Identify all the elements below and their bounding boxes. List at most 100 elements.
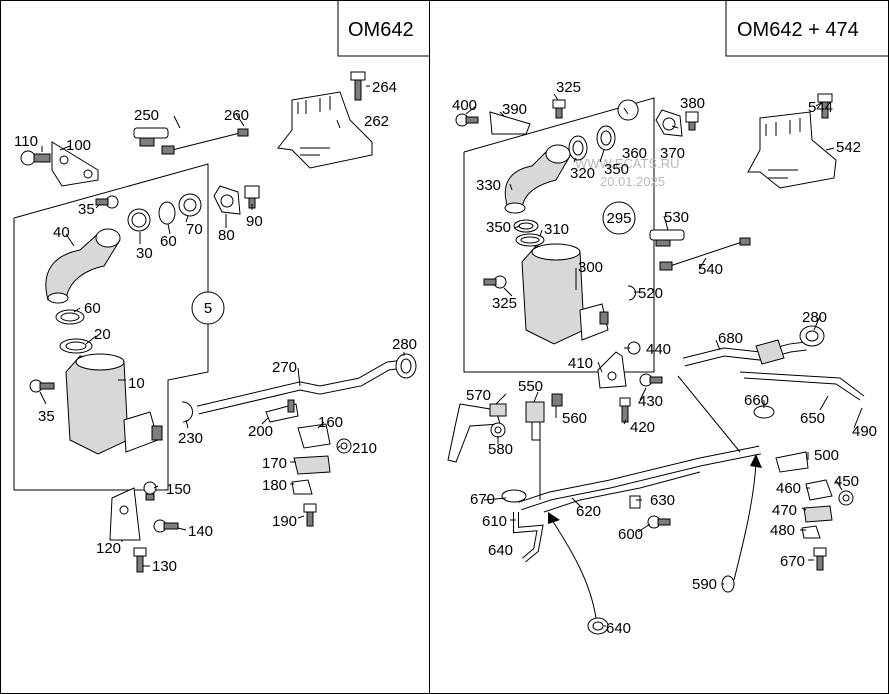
bolt-325-top bbox=[552, 99, 566, 119]
title-box-right: OM642 + 474 bbox=[725, 0, 889, 57]
part-label-left-35: 35 bbox=[38, 408, 55, 425]
part-label-right-620: 620 bbox=[576, 503, 601, 520]
callout-circle-5: 5 bbox=[191, 291, 225, 325]
hanger-200 bbox=[265, 399, 299, 423]
part-label-left-100: 100 bbox=[66, 137, 91, 154]
part-label-left-140: 140 bbox=[188, 523, 213, 540]
callout-circle-295-label: 295 bbox=[606, 210, 631, 227]
part-label-left-170: 170 bbox=[262, 455, 287, 472]
part-label-right-570: 570 bbox=[466, 387, 491, 404]
nut-370 bbox=[685, 111, 699, 131]
part-label-right-680: 680 bbox=[718, 330, 743, 347]
hanger-460 bbox=[803, 505, 833, 523]
part-label-left-130: 130 bbox=[152, 558, 177, 575]
part-label-left-262: 262 bbox=[364, 113, 389, 130]
gasket-370 bbox=[596, 125, 616, 151]
part-label-right-500: 500 bbox=[814, 447, 839, 464]
part-label-right-440: 440 bbox=[646, 341, 671, 358]
flange-80 bbox=[213, 185, 241, 215]
bolt-35-bottom bbox=[29, 379, 55, 393]
clip-470 bbox=[801, 525, 821, 539]
nut-150 bbox=[143, 481, 157, 501]
part-label-left-270: 270 bbox=[272, 359, 297, 376]
gasket-60-top bbox=[158, 201, 176, 225]
part-label-right-630: 630 bbox=[650, 492, 675, 509]
bracket-410 bbox=[597, 351, 627, 389]
clip-620 bbox=[629, 495, 641, 509]
bolt-110 bbox=[20, 150, 51, 166]
part-label-right-640: 640 bbox=[488, 542, 513, 559]
title-left: OM642 bbox=[348, 19, 414, 41]
bolt-264 bbox=[350, 71, 366, 101]
part-label-right-325: 325 bbox=[556, 79, 581, 96]
part-label-right-590: 590 bbox=[692, 576, 717, 593]
flange-370-side bbox=[655, 109, 683, 137]
catalyst-group-outline-left bbox=[13, 163, 209, 491]
clamp-380 bbox=[617, 99, 639, 121]
clamp-30 bbox=[127, 208, 151, 232]
part-label-left-120: 120 bbox=[96, 540, 121, 557]
part-label-right-650: 650 bbox=[800, 410, 825, 427]
nut-500 bbox=[838, 490, 854, 506]
pipe-270 bbox=[196, 359, 405, 415]
part-label-right-410: 410 bbox=[568, 355, 593, 372]
part-label-right-600: 600 bbox=[618, 526, 643, 543]
part-label-left-60: 60 bbox=[160, 233, 177, 250]
part-label-left-180: 180 bbox=[262, 477, 287, 494]
nut-580 bbox=[490, 422, 506, 438]
bolt-430 bbox=[639, 373, 663, 387]
part-label-left-264: 264 bbox=[372, 79, 397, 96]
callout-circle-5-label: 5 bbox=[204, 300, 212, 317]
watermark-line2: 20.01.2025 bbox=[600, 174, 665, 189]
part-label-right-550: 550 bbox=[518, 378, 543, 395]
part-label-left-70: 70 bbox=[186, 221, 203, 238]
catalyst-10 bbox=[65, 353, 163, 455]
bracket-542 bbox=[747, 111, 837, 189]
bracket-120 bbox=[109, 487, 141, 541]
part-label-right-610: 610 bbox=[482, 513, 507, 530]
part-label-left-60: 60 bbox=[84, 300, 101, 317]
nut-210 bbox=[336, 438, 352, 454]
part-label-left-110: 110 bbox=[14, 133, 38, 150]
part-label-right-560: 560 bbox=[562, 410, 587, 427]
bolt-325-bottom bbox=[483, 275, 507, 289]
bolt-544 bbox=[817, 93, 833, 119]
arrow-head-right bbox=[750, 454, 762, 468]
part-label-right-330: 330 bbox=[476, 177, 501, 194]
part-label-right-420: 420 bbox=[630, 419, 655, 436]
part-label-right-370: 370 bbox=[660, 145, 685, 162]
part-label-right-580: 580 bbox=[488, 441, 513, 458]
pipe-330 bbox=[504, 144, 571, 214]
bolt-400 bbox=[455, 113, 479, 127]
catalyst-group-outline-right bbox=[463, 97, 655, 373]
sensor-550 bbox=[525, 401, 545, 441]
catalyst-300 bbox=[521, 243, 609, 345]
part-label-left-150: 150 bbox=[166, 481, 191, 498]
gasket-310 bbox=[515, 233, 545, 247]
part-label-right-460: 460 bbox=[776, 480, 801, 497]
part-label-right-360: 360 bbox=[622, 145, 647, 162]
clamp-640-bottom bbox=[587, 617, 609, 635]
part-label-left-280: 280 bbox=[392, 336, 417, 353]
part-label-right-470: 470 bbox=[772, 502, 797, 519]
gasket-350-top bbox=[513, 219, 539, 233]
part-label-left-20: 20 bbox=[94, 326, 111, 343]
bolt-190 bbox=[303, 503, 317, 527]
part-label-right-350: 350 bbox=[486, 219, 511, 236]
part-label-left-40: 40 bbox=[53, 224, 70, 241]
clamp-20 bbox=[59, 338, 93, 354]
arrow-head-left bbox=[548, 512, 560, 524]
sensor-260 bbox=[161, 128, 249, 155]
part-label-left-210: 210 bbox=[352, 440, 377, 457]
bracket-100 bbox=[51, 141, 99, 187]
title-box-left: OM642 bbox=[337, 0, 429, 57]
title-right: OM642 + 474 bbox=[737, 19, 859, 41]
part-label-right-542: 542 bbox=[836, 139, 861, 156]
part-label-right-640: 640 bbox=[606, 620, 631, 637]
gasket-60-bottom bbox=[55, 309, 85, 325]
bolt-35-top bbox=[95, 195, 119, 209]
part-label-left-10: 10 bbox=[128, 375, 145, 392]
